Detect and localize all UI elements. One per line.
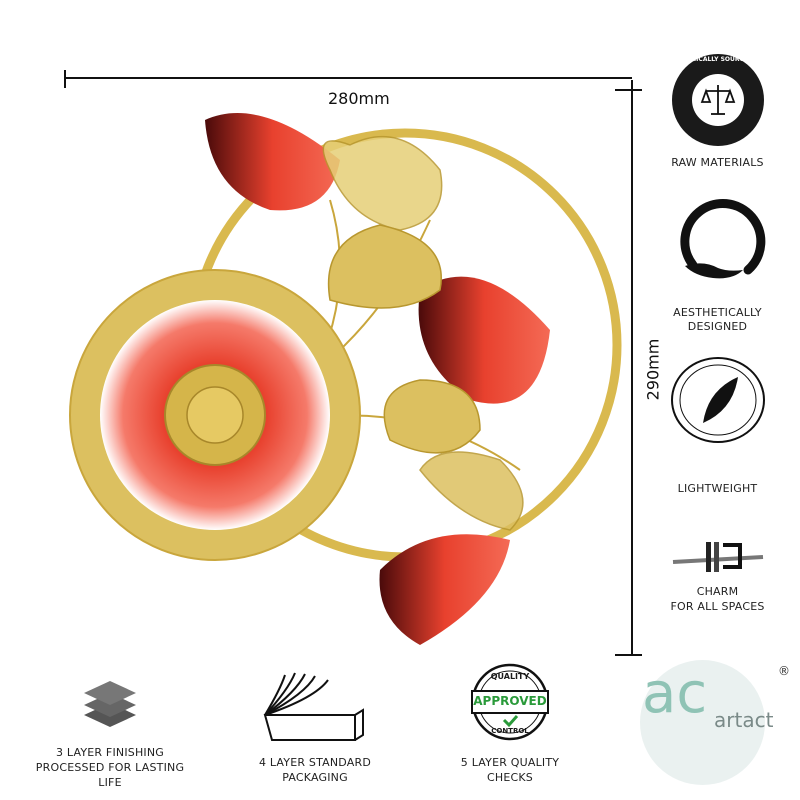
registered-mark: ® [778, 664, 790, 678]
feature-label: 3 LAYER FINISHING [55, 746, 165, 759]
logo-wordmark: artact [714, 708, 774, 732]
feature-label: RAW MATERIALS [671, 156, 764, 169]
feature-label: 5 LAYER QUALITY [460, 756, 560, 769]
logo-circle [640, 660, 765, 785]
ethically-sourced-badge-icon [672, 54, 764, 146]
feature-label: LIFE [98, 776, 122, 789]
feather-icon [671, 357, 765, 443]
hand-circle-icon [680, 199, 766, 279]
feature-label: 4 LAYER STANDARD [258, 756, 372, 769]
feature-label: CHARM [696, 585, 739, 598]
layers-icon [84, 681, 136, 727]
feature-label: CHECKS [487, 771, 533, 784]
feature-label: DESIGNED [687, 320, 748, 333]
badge-text: ETHICALLY SOURCED [682, 56, 754, 63]
room-icon [672, 542, 764, 572]
feature-label: FOR ALL SPACES [670, 600, 765, 613]
logo-monogram: ac [642, 661, 708, 726]
packaging-box-icon [263, 672, 364, 741]
stamp-middle: APPROVED [473, 694, 547, 708]
feature-label: LIGHTWEIGHT [677, 482, 758, 495]
quality-approved-icon [471, 663, 549, 741]
feature-label: PACKAGING [282, 771, 348, 784]
stamp-bottom: CONTROL [491, 727, 529, 735]
feature-label: AESTHETICALLY [673, 306, 762, 319]
feature-label: PROCESSED FOR LASTING [35, 761, 185, 774]
width-dimension-label: 280mm [328, 89, 390, 108]
stamp-top: QUALITY [490, 672, 530, 681]
